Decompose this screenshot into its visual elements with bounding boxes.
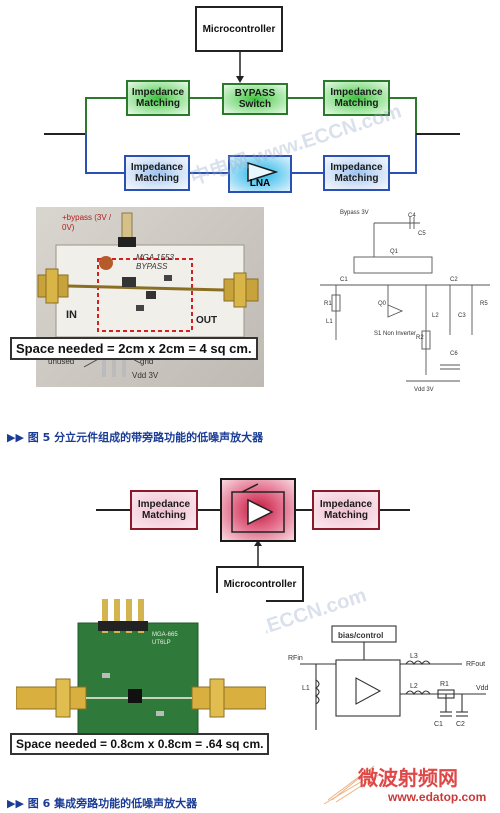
fig5-schematic-label: C2 — [450, 277, 458, 283]
fig6-integrated-board-photo: MGA-665 UT6LP — [16, 593, 266, 753]
fig5-schematic-label: C1 — [340, 277, 348, 283]
fig5-board-drawing — [37, 212, 259, 377]
fig5-schematic-label: L2 — [432, 313, 439, 319]
fig6-schematic: bias/control RFin RFout Vdd L1 L2 L3 R1 … — [288, 625, 489, 730]
fig5-schematic-label: C5 — [418, 231, 426, 237]
fig5-impedance-matching-bottom-right: Impedance Matching — [323, 155, 390, 191]
fig5-wiring — [44, 52, 460, 174]
fig5-lna-block: LNA — [228, 155, 292, 193]
fig5-schematic-label: C4 — [408, 213, 416, 219]
edatop-watermark: 微波射频网 www.edatop.com — [318, 760, 498, 810]
fig5-board-marking: MGA 1553 BYPASS — [136, 253, 174, 271]
fig5-in-label: IN — [66, 309, 77, 321]
fig5-caption-text: 图 5 分立元件组成的带旁路功能的低噪声放大器 — [27, 431, 264, 444]
fig5-schematic-label: Vdd 3V — [414, 387, 434, 393]
fig5-impedance-matching-top-right: Impedance Matching — [323, 80, 390, 116]
fig6-schematic-bias-control: bias/control — [338, 631, 383, 640]
fig6-schematic-r1: R1 — [440, 681, 449, 688]
fig5-vdd-label: Vdd 3V — [132, 371, 159, 380]
edatop-logo-rays-icon — [323, 765, 381, 805]
fig5-schematic-label: L1 — [326, 319, 333, 325]
fig6-wiring — [96, 509, 410, 568]
fig6-schematic-l3: L3 — [410, 653, 418, 660]
fig5-gnd-label: gnd — [140, 357, 154, 366]
fig5-impedance-matching-bottom-left: Impedance Matching — [124, 155, 190, 191]
fig5-schematic-label: R2 — [416, 335, 424, 341]
fig6-schematic-c1: C1 — [434, 721, 443, 728]
fig6-chip-marking: MGA-665 UT6LP — [152, 632, 178, 646]
fig5-schematic-label: Q0 — [378, 301, 387, 307]
fig5-schematic-label: R1 — [324, 301, 332, 307]
fig5-out-label: OUT — [196, 315, 218, 326]
fig5-schematic-label: S1 Non Inverter — [374, 331, 416, 337]
fig6-schematic-vdd: Vdd — [476, 685, 489, 692]
fig6-schematic-l2: L2 — [410, 683, 418, 690]
amplifier-triangle-icon — [247, 161, 278, 183]
fig6-caption-text: 图 6 集成旁路功能的低噪声放大器 — [27, 797, 198, 810]
edatop-chinese: 微波射频网 — [358, 766, 458, 790]
fig5-schematic-label: C3 — [458, 313, 466, 319]
fig6-impedance-matching-right: Impedance Matching — [312, 490, 380, 530]
fig6-integrated-lna-block — [220, 478, 296, 542]
fig5-bypass-label: +bypass (3V / 0V) — [62, 213, 112, 232]
fig6-schematic-rfout: RFout — [466, 661, 485, 668]
fig5-space-needed: Space needed = 2cm x 2cm = 4 sq cm. — [10, 337, 258, 360]
caption-arrow-icon: ▶▶ — [7, 797, 24, 810]
fig5-discrete-board-photo: +bypass (3V / 0V) MGA 1553 BYPASS IN OUT… — [36, 207, 264, 387]
fig5-schematic-bypass: Bypass 3V — [340, 210, 369, 216]
fig6-impedance-matching-left: Impedance Matching — [130, 490, 198, 530]
fig5-bypass-switch: BYPASS Switch — [222, 83, 288, 115]
fig6-schematic-rfin: RFin — [288, 655, 303, 662]
edatop-url: www.edatop.com — [388, 790, 487, 804]
fig6-board-drawing — [16, 599, 266, 736]
fig6-schematic-l1: L1 — [302, 685, 310, 692]
fig5-caption: ▶▶ 图 5 分立元件组成的带旁路功能的低噪声放大器 — [7, 429, 263, 445]
fig5-impedance-matching-top-left: Impedance Matching — [126, 80, 190, 116]
fig5-unused-label: unused — [48, 357, 75, 366]
fig6-bypass-amplifier-icon — [231, 483, 285, 533]
fig5-schematic-label: C6 — [450, 351, 458, 357]
fig5-lna-label: LNA — [249, 178, 271, 189]
fig5-schematic-label: R5 — [480, 301, 488, 307]
fig6-space-needed: Space needed = 0.8cm x 0.8cm = .64 sq cm… — [10, 733, 270, 755]
fig5-microcontroller: Microcontroller — [195, 6, 283, 52]
fig5-schematic-label: Q1 — [390, 249, 399, 255]
fig6-schematic-c2: C2 — [456, 721, 465, 728]
caption-arrow-icon: ▶▶ — [7, 431, 24, 444]
fig6-caption: ▶▶ 图 6 集成旁路功能的低噪声放大器 — [7, 795, 197, 811]
